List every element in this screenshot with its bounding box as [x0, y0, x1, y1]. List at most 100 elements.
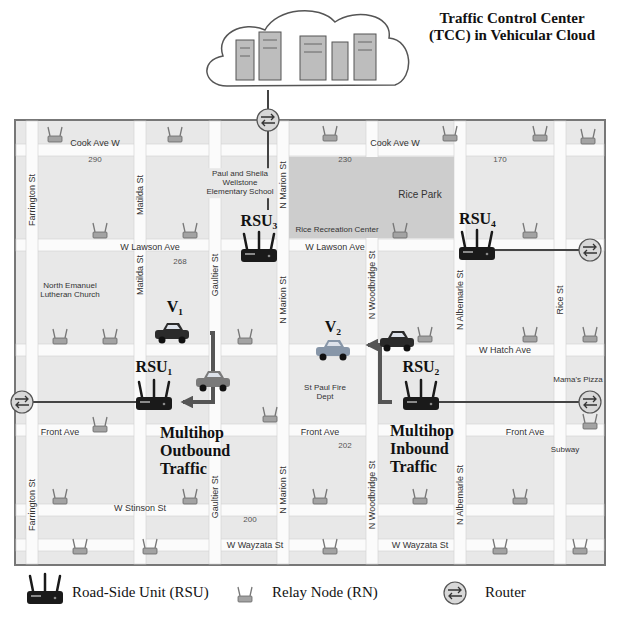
label-holder: N Albemarle St [455, 270, 465, 330]
legend-relay-icon [238, 587, 252, 602]
cloud-outline [195, 2, 430, 90]
label-holder: 290 [88, 155, 101, 164]
map-label: W Hatch Ave [479, 345, 531, 355]
legend-rsu-icon [27, 574, 63, 604]
relay-node-icon [93, 223, 107, 238]
label-holder: Subway [551, 445, 579, 454]
label-holder: 170 [493, 155, 506, 164]
rsu-node: RSU₄ [445, 208, 510, 262]
street [134, 121, 146, 564]
label-holder: Front Ave [506, 427, 544, 437]
relay-node-icon [533, 126, 547, 141]
node-label: RSU₂ [403, 358, 440, 376]
map-label: Paul and Sheila Wellstone Elementary Sch… [204, 168, 276, 198]
street [16, 504, 604, 516]
rsu-node: RSU₂ [392, 356, 450, 418]
legend-label: Relay Node (RN) [272, 584, 378, 601]
node-label: RSU₄ [459, 210, 496, 228]
router-icon [579, 391, 601, 413]
relay-node-icon [523, 327, 537, 342]
legend-label: Road-Side Unit (RSU) [72, 584, 209, 601]
map-label: St Paul Fire Dept [295, 383, 355, 401]
house-number: 290 [88, 155, 101, 164]
map-label: Matilda St [135, 255, 145, 295]
label-holder: W Lawson Ave [305, 242, 364, 252]
map-label: N Marion St [278, 276, 288, 324]
label-holder: 268 [173, 257, 186, 266]
map-label: Cook Ave W [70, 138, 119, 148]
label-holder: Cook Ave W [370, 138, 419, 148]
label-holder: N Woodbridge St [367, 461, 377, 529]
map-label: W Lawson Ave [305, 242, 364, 252]
relay-node-icon [323, 539, 337, 554]
map-label: Subway [551, 445, 579, 454]
label-holder: 230 [338, 155, 351, 164]
server-icon [332, 42, 348, 80]
relay-node-icon [313, 489, 327, 504]
traffic-note: Multihop Inbound Traffic [390, 422, 476, 476]
label-holder: N Marion St [278, 466, 288, 514]
house-number: 170 [493, 155, 506, 164]
label-holder: Matilda St [135, 255, 145, 295]
label-holder: N Marion St [278, 161, 288, 209]
relay-node-icon [183, 223, 197, 238]
server-icon [259, 32, 281, 80]
relay-node-icon [143, 539, 157, 554]
label-holder: Multihop Inbound Traffic [390, 422, 476, 476]
relay-node-icon [73, 539, 87, 554]
rsu-icon [136, 380, 172, 410]
map-label: Cook Ave W [370, 138, 419, 148]
label-holder: Gaultier St [210, 476, 220, 519]
server-icon [354, 34, 376, 80]
house-number: 202 [338, 441, 351, 450]
router-icon [257, 109, 279, 131]
map-label: W Lawson Ave [120, 242, 179, 252]
map-label: Matilda St [135, 175, 145, 215]
relay-node-icon [418, 327, 432, 342]
street [454, 121, 466, 564]
label-holder: Rice Recreation Center [295, 225, 378, 234]
street [16, 344, 604, 356]
router-links [22, 250, 590, 402]
label-holder: 200 [243, 515, 256, 524]
car-icon [155, 323, 189, 344]
vehicle-node: V₁ [140, 296, 210, 352]
street [26, 121, 38, 564]
cloud-servers [236, 32, 376, 80]
label-holder: Matilda St [135, 175, 145, 215]
street [277, 121, 289, 564]
router-icon [11, 391, 33, 413]
relay-node-icon [183, 489, 197, 504]
relay-node-icon [573, 539, 587, 554]
rsu-icon [241, 232, 277, 262]
label-holder: Farrington St [27, 479, 37, 531]
map-label: N Woodbridge St [367, 461, 377, 529]
vehicle-node: V₂ [298, 316, 368, 366]
cloud-shape [207, 11, 409, 86]
map-label: W Stinson St [114, 503, 166, 513]
legend-router-icon [444, 582, 466, 604]
map-frame [15, 120, 605, 565]
car-icon [196, 371, 230, 392]
relay-node-icon [263, 407, 277, 422]
map-label: N Marion St [278, 161, 288, 209]
map-label: N Albemarle St [455, 465, 465, 525]
server-icon [300, 36, 326, 80]
label-holder: Cook Ave W [70, 138, 119, 148]
relay-node-icon [53, 329, 67, 344]
rsu-node: RSU₃ [226, 210, 292, 262]
label-holder: Farrington St [27, 174, 37, 226]
label-holder: W Stinson St [114, 503, 166, 513]
server-icon [236, 40, 254, 80]
cloud-node: Traffic Control Center (TCC) in Vehicula… [195, 2, 615, 90]
traffic-note: Multihop Outbound Traffic [160, 424, 246, 478]
map-label: Rice St [555, 285, 565, 314]
label-holder: Paul and Sheila Wellstone Elementary Sch… [204, 168, 276, 198]
router-link [495, 249, 590, 251]
map-label: Gaultier St [210, 254, 220, 297]
legend-entry: Relay Node (RN) [272, 584, 378, 601]
legend-entry: Router [485, 584, 526, 601]
